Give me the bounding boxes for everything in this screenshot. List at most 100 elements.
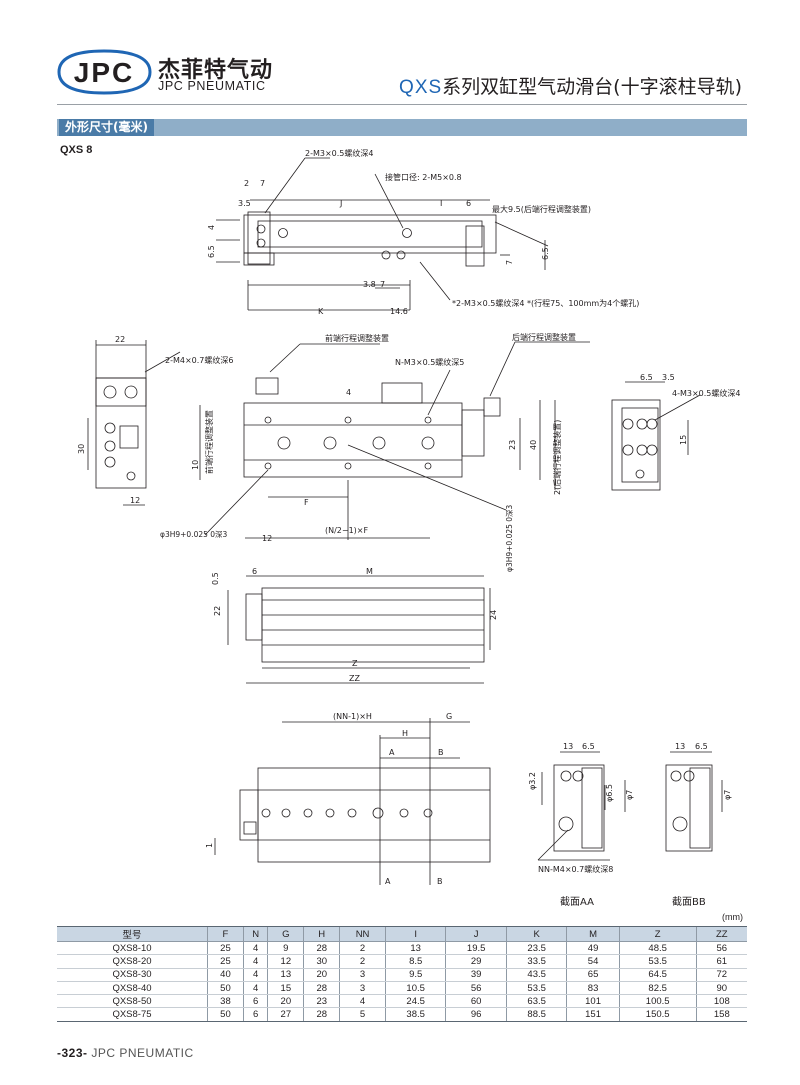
column-header: ZZ bbox=[695, 926, 747, 942]
table-cell: 8.5 bbox=[384, 954, 446, 969]
table-header-row: 型号 F N G H NN I J K M Z ZZ bbox=[57, 926, 747, 942]
section-aa: 13 6.5 φ3.2 φ6.5 φ7 NN-M4×0.7螺纹深8 截面AA bbox=[528, 742, 634, 908]
rear-adjuster-label: 后端行程调整装置 bbox=[512, 332, 576, 342]
table-cell: 3 bbox=[339, 968, 386, 982]
table-cell: 24.5 bbox=[384, 994, 446, 1009]
table-cell: 30 bbox=[303, 954, 340, 969]
top-view: 2-M3×0.5螺纹深4 接管口径: 2-M5×0.8 最大9.5(后端行程调整… bbox=[207, 148, 639, 316]
dim-label: ZZ bbox=[349, 674, 360, 683]
table-cell: 64.5 bbox=[618, 968, 697, 982]
thread-n-label: N-M3×0.5螺纹深5 bbox=[395, 357, 464, 367]
column-header: J bbox=[445, 926, 507, 942]
table-cell: 4 bbox=[242, 954, 268, 969]
left-end-view: 22 30 12 bbox=[77, 335, 181, 506]
table-cell: 19.5 bbox=[445, 941, 507, 956]
section-bb-label: 截面BB bbox=[672, 895, 706, 908]
table-cell: 4 bbox=[339, 994, 386, 1009]
dim-label: H bbox=[402, 729, 408, 738]
column-header: 型号 bbox=[57, 926, 208, 942]
column-header: G bbox=[267, 926, 304, 942]
table-cell: 151 bbox=[566, 1007, 620, 1022]
table-cell-model: QXS8-30 bbox=[57, 968, 208, 982]
dim-label: Z bbox=[352, 659, 358, 668]
table-cell: 25 bbox=[207, 941, 244, 956]
table-cell-model: QXS8-50 bbox=[57, 994, 208, 1009]
dim-label: I bbox=[440, 199, 442, 208]
page-number: -323- bbox=[57, 1046, 88, 1060]
table-cell: 27 bbox=[267, 1007, 304, 1022]
table-cell: 28 bbox=[303, 981, 340, 996]
table-cell: 38 bbox=[207, 994, 244, 1009]
table-cell: 54 bbox=[566, 954, 620, 969]
column-header: H bbox=[303, 926, 340, 942]
front-view: 12 前端行程调整装置 2-M4×0.7螺纹深6 N-M3×0.5螺纹深5 后端… bbox=[160, 332, 590, 572]
dim-label: 6.5 bbox=[541, 247, 550, 260]
table-cell: 4 bbox=[242, 941, 268, 956]
dim-label: φ6.5 bbox=[605, 784, 614, 802]
dim-label: 13 bbox=[675, 742, 685, 751]
table-cell: 56 bbox=[445, 981, 507, 996]
dim-label: 7 bbox=[505, 260, 514, 265]
table-cell: 10.5 bbox=[384, 981, 446, 996]
table-cell: 53.5 bbox=[618, 954, 697, 969]
front-adjuster-label: 前端行程调整装置 bbox=[325, 333, 389, 343]
table-cell: 48.5 bbox=[618, 941, 697, 956]
hole-bottom-label: φ3H9+0.025 0深3 bbox=[505, 504, 514, 572]
table-cell: 25 bbox=[207, 954, 244, 969]
table-cell: 50 bbox=[207, 981, 244, 996]
dim-label: φ3.2 bbox=[528, 772, 537, 790]
table-cell: 60 bbox=[445, 994, 507, 1009]
dim-label: 30 bbox=[77, 444, 86, 454]
dim-label: 4 bbox=[346, 388, 351, 397]
table-cell: 4 bbox=[242, 968, 268, 982]
dim-label: 6 bbox=[466, 199, 471, 208]
table-cell: 61 bbox=[695, 954, 747, 969]
section-bb: 13 6.5 φ7 截面BB bbox=[665, 742, 732, 908]
table-cell: 100.5 bbox=[618, 994, 697, 1009]
table-cell: 33.5 bbox=[505, 954, 567, 969]
dim-label: A bbox=[385, 877, 391, 886]
table-cell: 3 bbox=[339, 981, 386, 996]
header-rule bbox=[57, 104, 747, 105]
table-cell: 6 bbox=[242, 1007, 268, 1022]
dim-label: 1 bbox=[205, 843, 214, 848]
table-cell: 29 bbox=[445, 954, 507, 969]
column-header: M bbox=[566, 926, 620, 942]
dim-label: 24 bbox=[489, 610, 498, 620]
table-cell: 23 bbox=[303, 994, 340, 1009]
page-title: QXS系列双缸型气动滑台(十字滚柱导轨) bbox=[399, 72, 742, 99]
right-end-view: 6.5 3.5 4-M3×0.5螺纹深4 15 bbox=[611, 373, 740, 491]
table-cell: 43.5 bbox=[505, 968, 567, 982]
table-cell: 108 bbox=[695, 994, 747, 1009]
dim-label: 6.5 bbox=[695, 742, 708, 751]
dim-label: 6.5 bbox=[582, 742, 595, 751]
table-cell: 158 bbox=[695, 1007, 747, 1022]
column-header: I bbox=[384, 926, 446, 942]
table-cell: 5 bbox=[339, 1007, 386, 1022]
dim-label: J bbox=[339, 199, 342, 208]
dim-label: G bbox=[446, 712, 452, 721]
table-cell-model: QXS8-40 bbox=[57, 981, 208, 996]
section-bar bbox=[57, 119, 747, 136]
callout-stroke-max: 最大9.5(后端行程调整装置) bbox=[492, 204, 591, 214]
dim-label: 3.5 bbox=[662, 373, 675, 382]
dim-label: 10 bbox=[191, 460, 200, 470]
column-header: F bbox=[207, 926, 244, 942]
dim-label: 22 bbox=[213, 606, 222, 616]
hole-left-label: φ3H9+0.025 0深3 bbox=[160, 530, 228, 539]
footer-brand: JPC PNEUMATIC bbox=[91, 1046, 194, 1060]
table-cell: 38.5 bbox=[384, 1007, 446, 1022]
dim-label: B bbox=[437, 877, 443, 886]
dim-label: φ7 bbox=[723, 790, 732, 800]
table-cell: 83 bbox=[566, 981, 620, 996]
dim-label: 3.8 bbox=[363, 280, 376, 289]
dim-label: 7 bbox=[380, 280, 385, 289]
table-cell: 56 bbox=[695, 941, 747, 956]
table-cell: 28 bbox=[303, 1007, 340, 1022]
table-cell: 20 bbox=[303, 968, 340, 982]
